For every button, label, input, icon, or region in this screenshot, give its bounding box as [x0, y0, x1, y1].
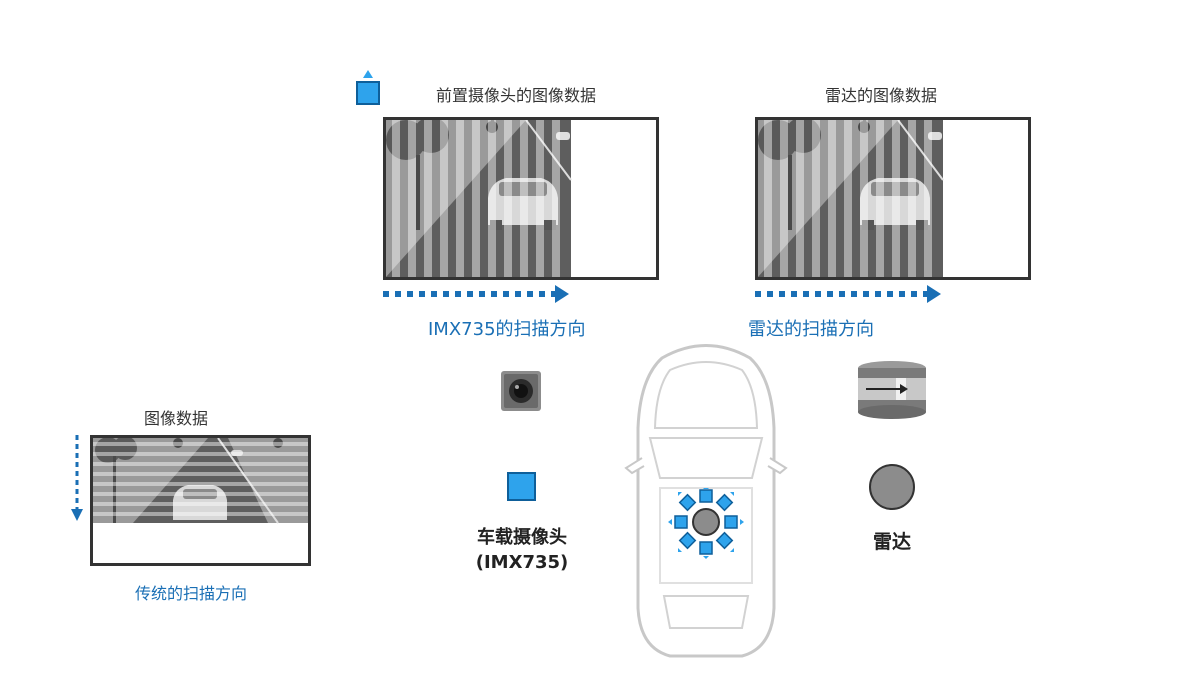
- radar-scan-arrow: [755, 285, 945, 303]
- radar-device-icon: [856, 360, 928, 420]
- road-scene-vertical-image: [386, 120, 572, 277]
- dotted-arrow-right-icon: [383, 285, 569, 303]
- scan-indicator-icon: [356, 70, 380, 105]
- camera-legend-square: [507, 472, 536, 501]
- conventional-image-frame: [90, 435, 311, 566]
- front-camera-title: 前置摄像头的图像数据: [436, 86, 597, 105]
- conventional-scan-arrow: [70, 435, 84, 523]
- conventional-title: 图像数据: [144, 409, 209, 428]
- front-camera-image-frame: [383, 117, 659, 280]
- camera-label-line2: (IMX735): [475, 552, 569, 573]
- scan-indicator: [356, 70, 380, 106]
- radar-legend-circle: [868, 463, 916, 511]
- dotted-arrow-down-icon: [71, 435, 83, 521]
- camera-icon: [501, 371, 541, 411]
- sensor-array: [668, 486, 744, 560]
- conventional-scan-caption: 传统的扫描方向: [135, 584, 248, 603]
- radar-image-frame: [755, 117, 1031, 280]
- radar-label: 雷达: [872, 531, 911, 553]
- dotted-arrow-right-icon: [755, 285, 941, 303]
- front-scan-arrow: [383, 285, 573, 303]
- road-scene-horizontal-image: [93, 438, 308, 524]
- front-scan-caption: IMX735的扫描方向: [428, 319, 586, 340]
- radar-image-title: 雷达的图像数据: [825, 86, 938, 105]
- road-scene-vertical-image: [758, 120, 944, 277]
- camera-label-line1: 车载摄像头: [477, 527, 567, 548]
- radar-scan-caption: 雷达的扫描方向: [748, 319, 874, 340]
